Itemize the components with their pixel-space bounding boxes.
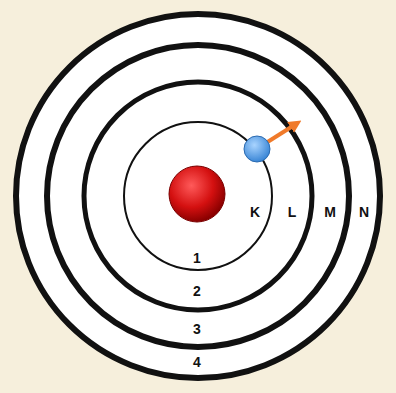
shell-letter: L [287,204,298,220]
shell-k [124,122,272,270]
shell-m [47,45,349,347]
shell-letter: N [358,204,370,220]
electron [244,136,270,162]
shell-n [16,14,380,378]
shell-number: 3 [192,321,202,337]
shell-number: 2 [192,283,202,299]
shell-number: 1 [192,250,202,266]
shell-letter: K [249,204,261,220]
nucleus [169,166,225,222]
shell-l [84,82,312,310]
shell-letter: M [323,204,337,220]
shell-number: 4 [192,354,202,370]
